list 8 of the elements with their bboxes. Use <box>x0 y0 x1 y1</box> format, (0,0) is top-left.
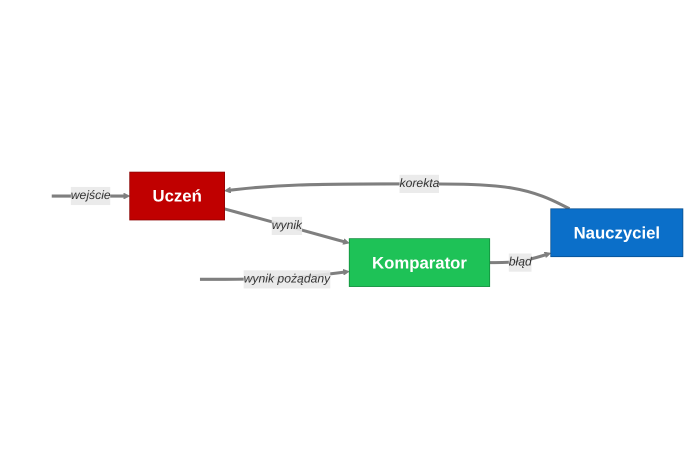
arrow <box>224 207 350 244</box>
arrow <box>224 182 570 210</box>
node-box: Komparator <box>348 238 490 287</box>
edge-label: wejście <box>70 188 111 202</box>
edge-label: korekta <box>400 176 440 190</box>
node-box: Nauczyciel <box>550 208 684 257</box>
node-box: Uczeń <box>129 171 225 220</box>
edge-label: błąd <box>508 255 532 268</box>
